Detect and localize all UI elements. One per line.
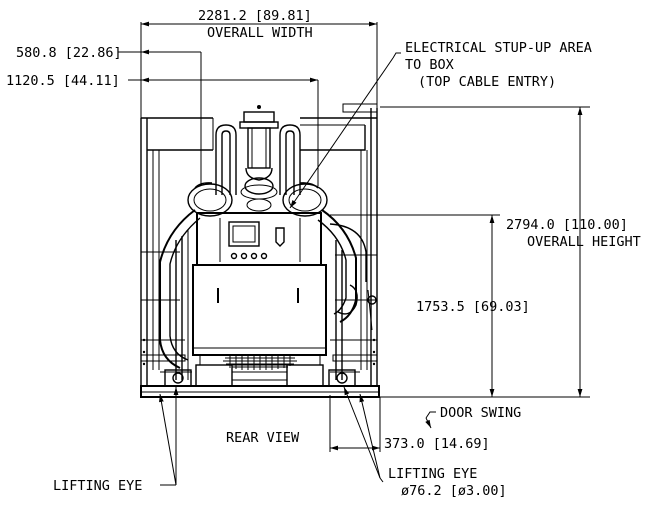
offset-1120-value: 1120.5 [44.11] <box>6 73 120 89</box>
overall-height-label: OVERALL HEIGHT <box>527 234 641 250</box>
lifting-eye-left-label: LIFTING EYE <box>53 478 142 494</box>
grille-pattern <box>223 356 297 370</box>
overall-height-dimension: 2794.0 [110.00] OVERALL HEIGHT <box>380 106 641 398</box>
lifting-eye-right-note: LIFTING EYE ø76.2 [ø3.00] <box>343 386 507 499</box>
door-swing-dimension: 373.0 [14.69] DOOR SWING <box>329 395 521 452</box>
generator-rear-view <box>140 103 380 398</box>
height-1753-value: 1753.5 [69.03] <box>416 299 530 315</box>
electrical-note-line1: ELECTRICAL STUP-UP AREA <box>405 40 592 56</box>
overall-width-dimension: 2281.2 [89.81] OVERALL WIDTH <box>140 8 378 118</box>
lifting-eye-left-note: LIFTING EYE <box>53 387 179 494</box>
overall-width-label: OVERALL WIDTH <box>207 25 313 41</box>
door-offset-value: 373.0 [14.69] <box>384 436 490 452</box>
offset-580-dimension: 580.8 [22.86] <box>16 45 202 186</box>
height-1753-dimension: 1753.5 [69.03] <box>330 214 530 397</box>
lifting-eye-diameter: ø76.2 [ø3.00] <box>401 483 507 499</box>
door-swing-label: DOOR SWING <box>440 405 521 421</box>
overall-height-value: 2794.0 [110.00] <box>506 217 628 233</box>
offset-580-value: 580.8 [22.86] <box>16 45 122 61</box>
electrical-note-line2: TO BOX <box>405 57 454 73</box>
lifting-eye-right-label: LIFTING EYE <box>388 466 477 482</box>
electrical-note-line3: (TOP CABLE ENTRY) <box>418 74 556 90</box>
electrical-area-note: ELECTRICAL STUP-UP AREA TO BOX (TOP CABL… <box>289 40 592 209</box>
overall-width-value: 2281.2 [89.81] <box>198 8 312 24</box>
view-label: REAR VIEW <box>226 430 300 446</box>
offset-1120-dimension: 1120.5 [44.11] <box>6 73 319 186</box>
